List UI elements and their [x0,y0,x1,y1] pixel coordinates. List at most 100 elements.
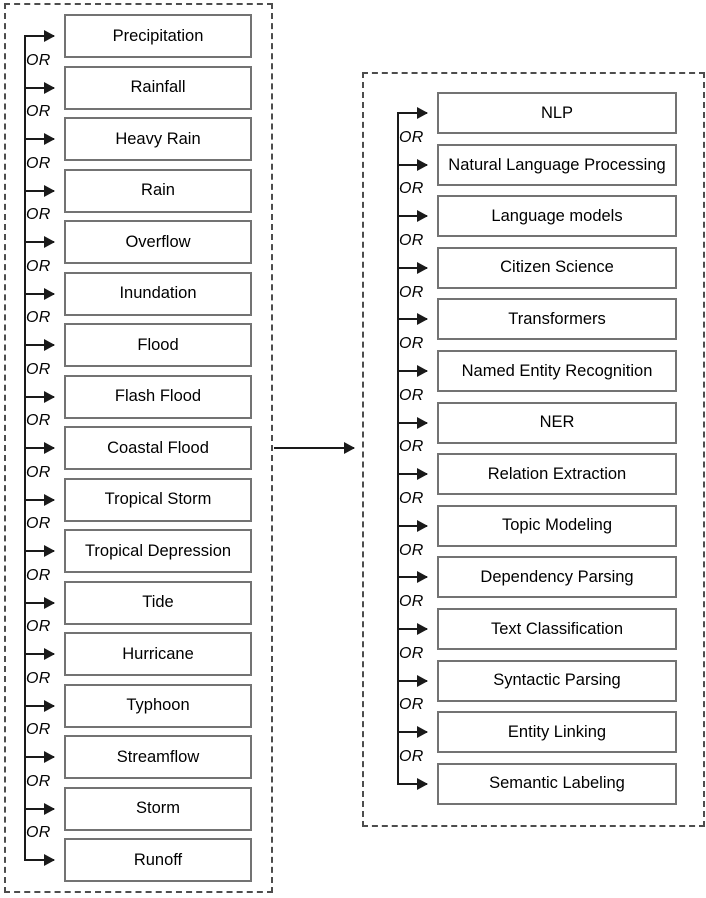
or-operator-label: OR [399,438,424,456]
term-label: NER [539,413,575,432]
term-box[interactable]: Storm [64,786,252,831]
term-box[interactable]: Citizen Science [437,246,677,289]
term-label: Language models [491,206,623,225]
or-operator-label: OR [26,618,51,636]
group-connector-arrow [274,442,355,454]
or-operator-label: OR [26,463,51,481]
or-branch-arrow [397,674,428,687]
term-box[interactable]: Transformers [437,298,677,341]
term-box[interactable]: Streamflow [64,735,252,779]
or-branch-arrow [24,30,55,42]
term-box[interactable]: Entity Linking [437,711,677,754]
term-label: Topic Modeling [501,516,613,535]
or-operator-label: OR [399,748,424,765]
term-box[interactable]: Hurricane [64,632,252,676]
or-operator-label: OR [26,824,51,842]
term-box[interactable]: Text Classification [437,608,677,650]
or-operator-label: OR [399,490,424,507]
or-branch-arrow [397,261,428,274]
or-branch-arrow [397,158,428,171]
or-operator-label: OR [399,180,424,198]
term-box[interactable]: Relation Extraction [437,453,677,496]
term-label: Heavy Rain [115,129,201,148]
term-box[interactable]: Flash Flood [64,374,252,419]
or-operator-label: OR [26,412,51,430]
term-label: Hurricane [122,644,194,663]
or-branch-arrow [397,210,428,223]
term-box[interactable]: Rainfall [64,65,252,110]
term-label: Precipitation [112,26,204,45]
or-operator-label: OR [26,103,51,121]
or-operator-label: OR [399,696,424,714]
term-box[interactable]: Dependency Parsing [437,556,677,599]
term-box[interactable]: Rain [64,168,252,213]
term-box[interactable]: Named Entity Recognition [437,350,677,392]
term-label: Typhoon [126,696,190,715]
term-box[interactable]: NLP [437,92,677,134]
or-operator-label: OR [399,593,424,611]
term-label: Tropical Depression [84,541,232,560]
or-branch-arrow [24,699,55,712]
or-operator-label: OR [26,669,51,687]
or-operator-label: OR [399,386,424,404]
or-operator-label: OR [399,335,424,353]
term-label: Text Classification [490,619,624,638]
term-label: Dependency Parsing [480,567,634,586]
or-branch-arrow [24,802,55,815]
or-branch-arrow [24,596,55,609]
or-operator-label: OR [26,772,51,790]
term-box[interactable]: Typhoon [64,683,252,728]
or-branch-arrow [24,81,55,94]
term-box[interactable]: Tide [64,580,252,625]
term-label: Semantic Labeling [489,774,625,793]
or-operator-label: OR [26,566,51,584]
term-label: Storm [135,799,180,818]
term-box[interactable]: NER [437,401,677,444]
term-box[interactable]: Inundation [64,271,252,316]
or-operator-label: OR [26,309,51,327]
or-operator-label: OR [26,257,51,275]
or-branch-arrow [24,751,55,763]
or-operator-label: OR [26,154,51,172]
term-box[interactable]: Semantic Labeling [437,762,677,805]
term-box[interactable]: Coastal Flood [64,426,252,470]
or-branch-arrow [24,339,55,351]
term-label: Transformers [508,309,606,328]
or-branch-arrow [24,648,55,660]
term-label: Natural Language Processing [448,155,666,174]
or-branch-arrow [24,184,55,197]
term-box[interactable]: Runoff [64,838,252,882]
or-branch-arrow [397,777,428,790]
term-label: Rain [141,181,175,200]
term-label: Entity Linking [507,722,607,741]
or-branch-arrow [397,365,428,377]
or-operator-label: OR [399,644,424,662]
or-spine-line [397,112,399,785]
term-label: Overflow [125,232,191,251]
term-label: Inundation [119,284,197,303]
term-box[interactable]: Tropical Depression [64,529,252,573]
term-label: Citizen Science [500,258,614,277]
term-label: Named Entity Recognition [461,361,653,380]
term-label: Runoff [133,850,183,869]
or-branch-arrow [397,519,428,532]
term-box[interactable]: Topic Modeling [437,504,677,547]
term-box[interactable]: Language models [437,195,677,238]
term-box[interactable]: Natural Language Processing [437,143,677,186]
term-label: Tide [142,593,174,612]
or-branch-arrow [24,854,55,866]
term-box[interactable]: Precipitation [64,14,252,58]
term-box[interactable]: Syntactic Parsing [437,659,677,702]
or-branch-arrow [397,571,428,584]
term-box[interactable]: Overflow [64,220,252,264]
term-box[interactable]: Tropical Storm [64,477,252,522]
or-branch-arrow [397,313,428,326]
or-branch-arrow [397,623,428,635]
term-label: NLP [540,103,574,122]
term-box[interactable]: Heavy Rain [64,117,252,161]
term-box[interactable]: Flood [64,323,252,367]
